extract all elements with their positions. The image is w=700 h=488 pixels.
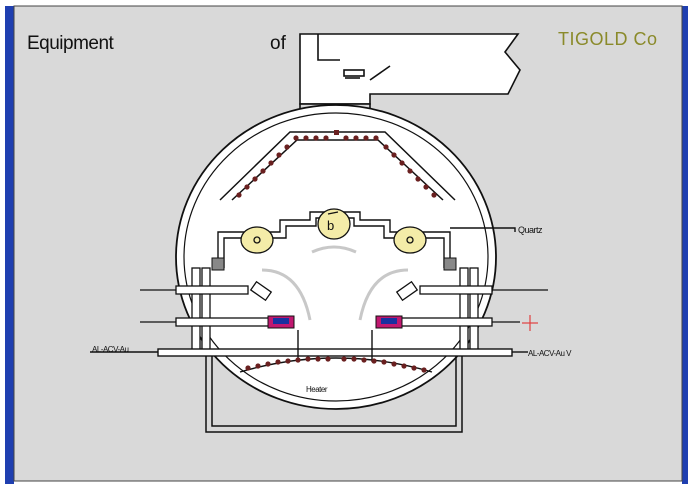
lower-reflector (239, 357, 433, 373)
right-blue-bar (682, 6, 688, 484)
left-blue-bar (5, 6, 14, 484)
right-feedthroughs (395, 280, 548, 327)
title-of-text: of (270, 33, 286, 54)
lamp-icon (393, 226, 427, 254)
rotating-lamp-icon: b (317, 208, 351, 240)
left-feedthroughs (140, 280, 273, 327)
corner-block (443, 257, 457, 271)
left-source-pan (267, 315, 295, 329)
exhaust-duct (299, 33, 521, 105)
chamber-inner (183, 112, 489, 402)
lamp-icon (240, 226, 274, 254)
company-name: TIGOLD Co (558, 29, 658, 49)
svg-text:b: b (327, 218, 334, 233)
right-feed-label: AL-ACV-Au V (528, 349, 571, 358)
upper-heater-elements (236, 130, 437, 198)
title-text: Equipment (27, 33, 114, 54)
heater-label: Heater (306, 385, 328, 394)
right-source-pan (375, 315, 403, 329)
cross-marker-icon (522, 315, 538, 331)
gas-flow-curves (261, 245, 409, 321)
support-frame (205, 350, 463, 433)
right-lead-label: Quartz (518, 225, 543, 235)
substrate-plate (90, 330, 528, 362)
lower-heater-elements (245, 356, 427, 373)
left-feed-label: AL-ACV-Au (92, 345, 129, 354)
corner-block (211, 257, 225, 271)
